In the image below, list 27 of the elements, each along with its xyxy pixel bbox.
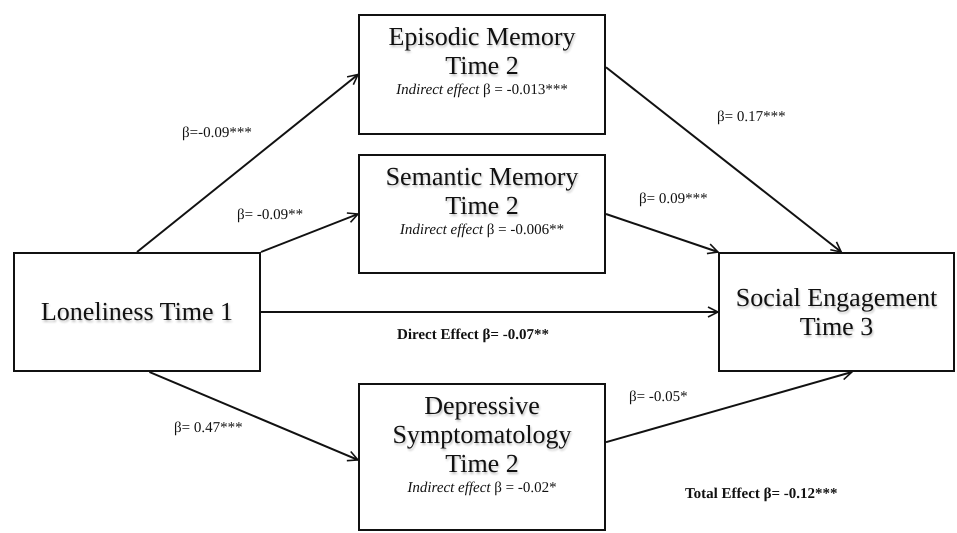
variable-box — [718, 252, 955, 372]
arrow — [261, 306, 719, 318]
variable-box — [358, 154, 606, 274]
variable-name: Semantic Memory Time 2 — [384, 162, 580, 220]
indirect-effect-text: Indirect effect β = -0.013*** — [396, 82, 568, 100]
arrow — [606, 213, 719, 254]
edge-label: Direct Effect β= -0.07** — [395, 327, 551, 344]
variable-box — [358, 383, 606, 531]
arrow — [260, 212, 359, 253]
variable-name: Social Engagement Time 3 — [734, 282, 938, 342]
arrow — [149, 371, 359, 462]
indirect-effect-text: Indirect effect β = -0.02* — [407, 480, 557, 498]
indirect-effect-text: Indirect effect β = -0.006** — [400, 222, 564, 240]
variable-name: Loneliness Time 1 — [40, 297, 234, 327]
edge-label: β= 0.17*** — [715, 109, 788, 126]
arrow — [136, 74, 359, 253]
edge-label: β= 0.09*** — [637, 191, 710, 208]
variable-box — [13, 252, 261, 372]
edge-label: β= -0.09** — [235, 207, 306, 224]
edge-label: β=-0.09*** — [180, 125, 254, 142]
arrow — [605, 66, 842, 253]
variable-name: Depressive Symptomatology Time 2 — [391, 391, 573, 478]
total-effect-note: Total Effect β= -0.12*** — [683, 486, 840, 503]
variable-box — [358, 14, 606, 135]
edge-label: β= 0.47*** — [172, 420, 245, 437]
variable-name: Episodic Memory Time 2 — [387, 22, 577, 80]
edge-label: β= -0.05* — [627, 389, 690, 406]
